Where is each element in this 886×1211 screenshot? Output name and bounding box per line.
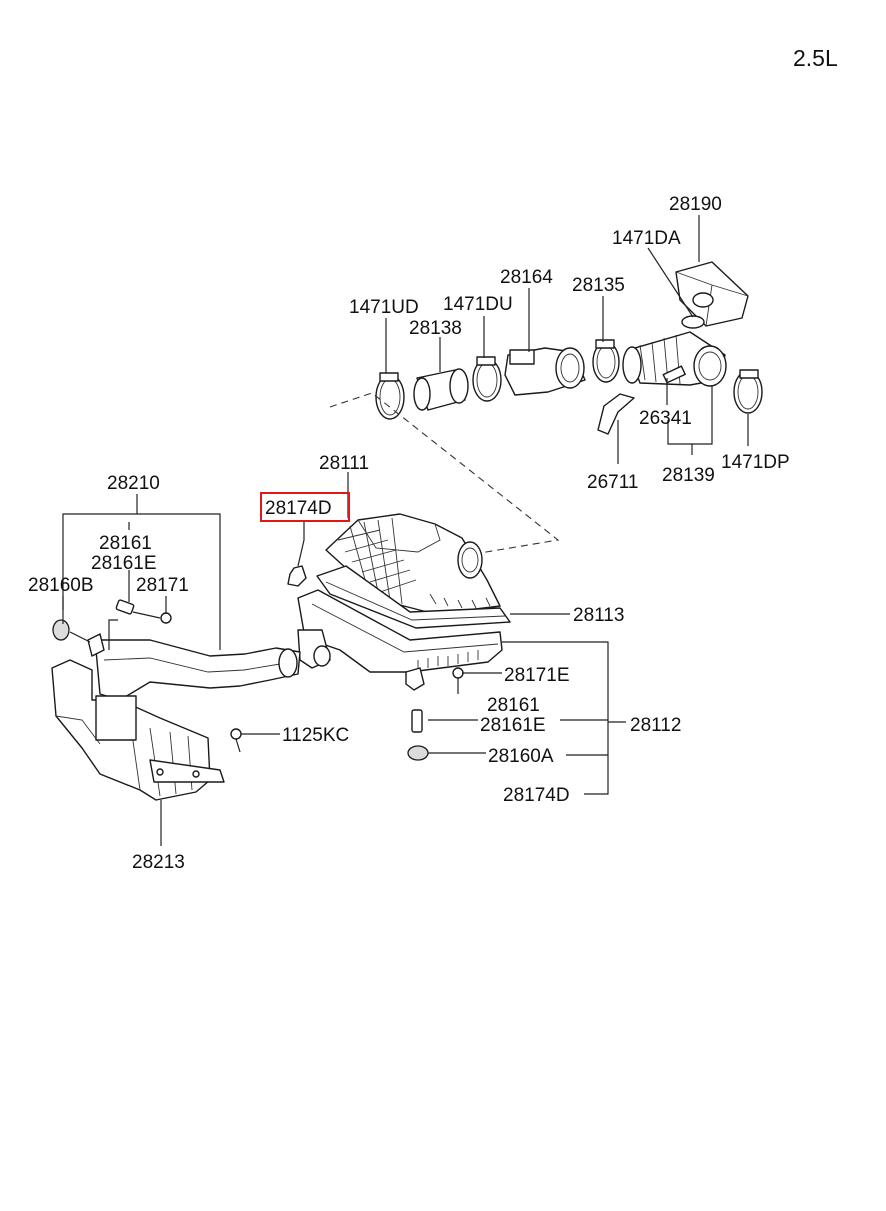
resonator-28213[interactable] <box>51 659 225 801</box>
label-28210[interactable]: 28210 <box>107 473 160 494</box>
nipple-26341[interactable] <box>662 365 686 384</box>
air-cleaner-body-28112[interactable] <box>297 589 503 673</box>
left-leader-lines <box>62 494 280 846</box>
label-28135[interactable]: 28135 <box>572 275 625 296</box>
label-28174D-bottom[interactable]: 28174D <box>503 785 570 806</box>
hose-28138[interactable] <box>413 368 469 411</box>
clamp-1471DU[interactable] <box>472 356 502 402</box>
clamp-1471DA[interactable] <box>681 315 705 329</box>
clamp-1471DP[interactable] <box>733 369 763 414</box>
clamp-1471UD[interactable] <box>375 372 405 420</box>
label-28190[interactable]: 28190 <box>669 194 722 215</box>
label-28161E-left[interactable]: 28161E <box>91 553 157 574</box>
label-28171[interactable]: 28171 <box>136 575 189 596</box>
bushing-28161-left[interactable] <box>115 599 135 615</box>
label-28171E[interactable]: 28171E <box>504 665 570 686</box>
label-28174D-top[interactable]: 28174D <box>265 498 332 519</box>
label-26711[interactable]: 26711 <box>587 472 638 493</box>
air-filter-element-28113[interactable] <box>316 565 511 629</box>
bracket-28210[interactable] <box>87 633 105 657</box>
label-28161-right[interactable]: 28161 <box>487 695 540 716</box>
bolt-28171E[interactable] <box>452 667 464 679</box>
label-28111[interactable]: 28111 <box>319 453 369 474</box>
bolt-28171[interactable] <box>160 612 172 624</box>
label-1471DP[interactable]: 1471DP <box>721 452 790 473</box>
bracket-28174D-bottom[interactable] <box>405 667 425 691</box>
resonator-28190[interactable] <box>675 261 749 327</box>
upper-leader-lines <box>385 215 749 464</box>
dashed-guide <box>329 392 560 557</box>
label-28161-left[interactable]: 28161 <box>99 533 152 554</box>
highlight-box <box>260 492 350 522</box>
label-1471DU[interactable]: 1471DU <box>443 294 513 315</box>
label-28164[interactable]: 28164 <box>500 267 553 288</box>
label-1471DA[interactable]: 1471DA <box>612 228 681 249</box>
label-28161E-right[interactable]: 28161E <box>480 715 546 736</box>
bolt-1125KC[interactable] <box>230 728 242 740</box>
label-28160B[interactable]: 28160B <box>28 575 94 596</box>
intake-hose-28139[interactable] <box>622 331 727 387</box>
engine-label: 2.5L <box>793 45 838 71</box>
bushing-28161[interactable] <box>411 709 423 733</box>
intake-duct-28210[interactable] <box>95 639 301 701</box>
breather-hose-26711[interactable] <box>597 393 635 435</box>
label-28112[interactable]: 28112 <box>630 715 681 736</box>
clamp-28135[interactable] <box>592 339 620 383</box>
label-26341[interactable]: 26341 <box>639 408 692 429</box>
label-1125KC[interactable]: 1125KC <box>282 725 349 746</box>
label-28213[interactable]: 28213 <box>132 852 185 873</box>
air-flow-sensor-28164[interactable] <box>504 347 586 396</box>
clip-28174D-top[interactable] <box>287 565 307 587</box>
label-28139[interactable]: 28139 <box>662 465 715 486</box>
label-28113[interactable]: 28113 <box>573 605 624 626</box>
mount-28160B[interactable] <box>52 619 70 641</box>
label-28160A[interactable]: 28160A <box>488 746 554 767</box>
label-28138[interactable]: 28138 <box>409 318 462 339</box>
label-1471UD[interactable]: 1471UD <box>349 297 419 318</box>
mount-28160A[interactable] <box>407 745 429 761</box>
